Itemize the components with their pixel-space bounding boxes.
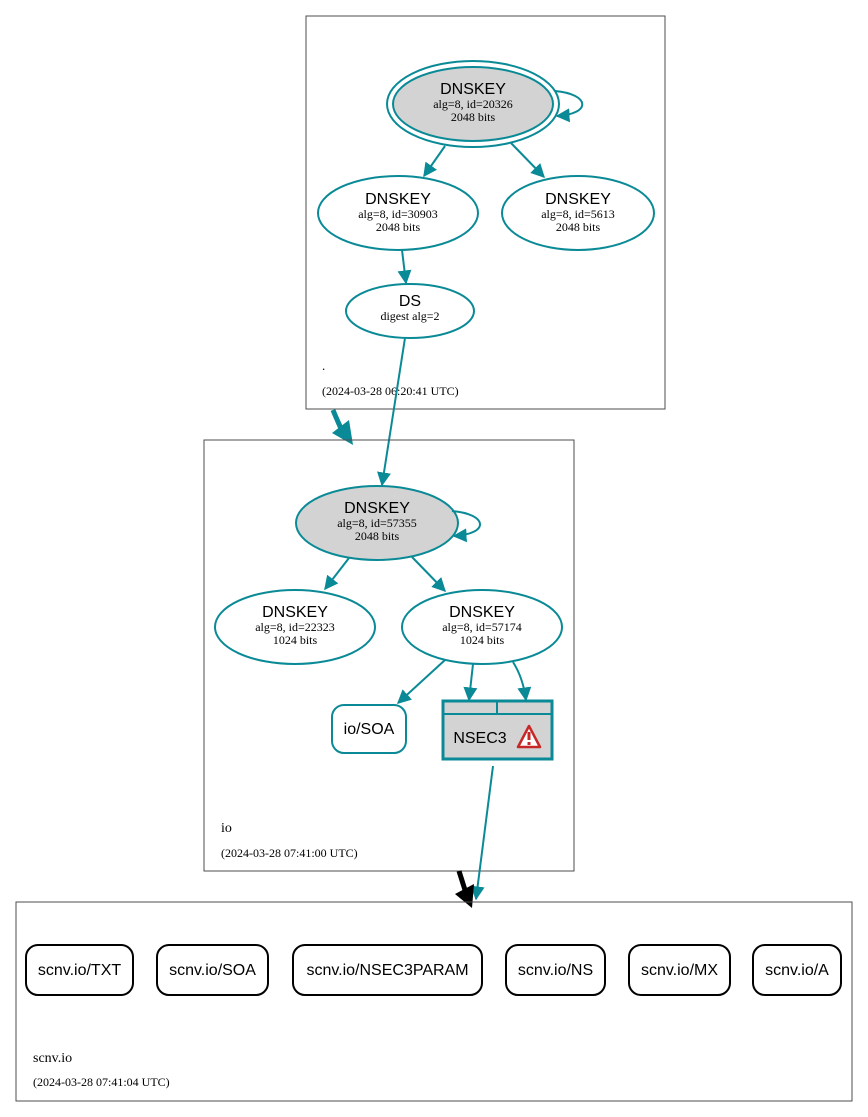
io-ksk-node[interactable]: DNSKEY alg=8, id=57355 2048 bits — [295, 485, 459, 561]
record-scnv-a-label: scnv.io/A — [765, 962, 829, 979]
io-ksk-line1: alg=8, id=57355 — [337, 516, 417, 530]
io-zsk1-line1: alg=8, id=22323 — [255, 620, 335, 634]
root-zsk2-line2: 2048 bits — [556, 220, 601, 234]
zone-io-box — [203, 439, 575, 872]
io-zsk1-line2: 1024 bits — [273, 633, 318, 647]
io-zsk2-line2: 1024 bits — [460, 633, 505, 647]
io-zsk1-node[interactable]: DNSKEY alg=8, id=22323 1024 bits — [214, 589, 376, 665]
zone-io-name: io — [221, 821, 232, 836]
root-ksk-line1: alg=8, id=20326 — [433, 97, 513, 111]
edge-root-ksk-to-zsk1 — [423, 145, 446, 178]
root-zsk1-line2: 2048 bits — [376, 220, 421, 234]
edge-io-ksk-to-zsk2 — [411, 556, 446, 593]
record-scnv-txt-label: scnv.io/TXT — [38, 962, 122, 979]
root-zsk2-line1: alg=8, id=5613 — [541, 207, 615, 221]
zone-scnv-box — [15, 901, 853, 1102]
root-ds-node[interactable]: DS digest alg=2 — [345, 283, 475, 339]
root-ksk-title: DNSKEY — [440, 81, 506, 98]
edge-io-zsk2-to-soa — [396, 659, 446, 704]
root-ds-title: DS — [399, 293, 421, 310]
zone-root-timestamp: (2024-03-28 06:20:41 UTC) — [322, 384, 459, 398]
root-ksk-self-edge — [554, 90, 584, 123]
root-ksk-line2: 2048 bits — [451, 110, 496, 124]
edge-io-ksk-to-zsk1 — [324, 557, 350, 591]
root-zsk2-title: DNSKEY — [545, 191, 611, 208]
record-scnv-soa[interactable]: scnv.io/SOA — [156, 944, 269, 996]
record-scnv-ns[interactable]: scnv.io/NS — [505, 944, 606, 996]
io-nsec3-node[interactable]: NSEC3 — [441, 699, 554, 761]
zone-io: DNSKEY alg=8, id=57355 2048 bits DNSKEY … — [203, 439, 575, 872]
warning-triangle-icon — [516, 724, 542, 749]
io-zsk1-title: DNSKEY — [262, 604, 328, 621]
io-soa-node[interactable]: io/SOA — [331, 704, 407, 754]
io-ksk-self-edge — [451, 510, 481, 543]
root-zsk1-title: DNSKEY — [365, 191, 431, 208]
zone-root-name: . — [322, 358, 325, 373]
io-zsk2-node[interactable]: DNSKEY alg=8, id=57174 1024 bits — [401, 589, 563, 665]
edge-io-zsk2-to-nsec3-b — [512, 661, 532, 702]
edge-io-zsk2-to-nsec3-a — [463, 663, 478, 702]
root-zsk1-line1: alg=8, id=30903 — [358, 207, 438, 221]
io-soa-label: io/SOA — [344, 721, 395, 738]
zone-scnv-name: scnv.io — [33, 1051, 72, 1066]
record-scnv-a[interactable]: scnv.io/A — [752, 944, 842, 996]
io-ksk-line2: 2048 bits — [355, 529, 400, 543]
io-zsk2-line1: alg=8, id=57174 — [442, 620, 522, 634]
record-scnv-ns-label: scnv.io/NS — [518, 962, 593, 979]
record-scnv-nsec3param-label: scnv.io/NSEC3PARAM — [306, 962, 468, 979]
zone-scnv: scnv.io/TXT scnv.io/SOA scnv.io/NSEC3PAR… — [15, 901, 853, 1102]
edge-io-nsec3-to-scnv — [470, 765, 494, 901]
edge-root-ksk-to-zsk2 — [510, 142, 545, 179]
delegation-io-to-scnv — [456, 870, 468, 891]
root-zsk1-node[interactable]: DNSKEY alg=8, id=30903 2048 bits — [317, 175, 479, 251]
edge-root-zsk1-to-ds — [397, 249, 412, 285]
io-nsec3-label: NSEC3 — [453, 730, 506, 747]
record-scnv-txt[interactable]: scnv.io/TXT — [25, 944, 134, 996]
record-scnv-mx[interactable]: scnv.io/MX — [628, 944, 731, 996]
zone-scnv-timestamp: (2024-03-28 07:41:04 UTC) — [33, 1075, 170, 1089]
record-scnv-soa-label: scnv.io/SOA — [169, 962, 256, 979]
io-ksk-title: DNSKEY — [344, 500, 410, 517]
root-ds-line1: digest alg=2 — [380, 309, 439, 323]
io-zsk2-title: DNSKEY — [449, 604, 515, 621]
zone-root: DNSKEY alg=8, id=20326 2048 bits DNSKEY … — [305, 15, 666, 410]
root-zsk2-node[interactable]: DNSKEY alg=8, id=5613 2048 bits — [501, 175, 655, 251]
delegation-root-to-io-arrowhead — [332, 420, 353, 445]
root-ksk-node[interactable]: DNSKEY alg=8, id=20326 2048 bits — [386, 60, 560, 148]
record-scnv-nsec3param[interactable]: scnv.io/NSEC3PARAM — [292, 944, 483, 996]
zone-io-timestamp: (2024-03-28 07:41:00 UTC) — [221, 846, 358, 860]
record-scnv-mx-label: scnv.io/MX — [641, 962, 718, 979]
edge-root-ds-to-io-ksk — [377, 337, 406, 487]
